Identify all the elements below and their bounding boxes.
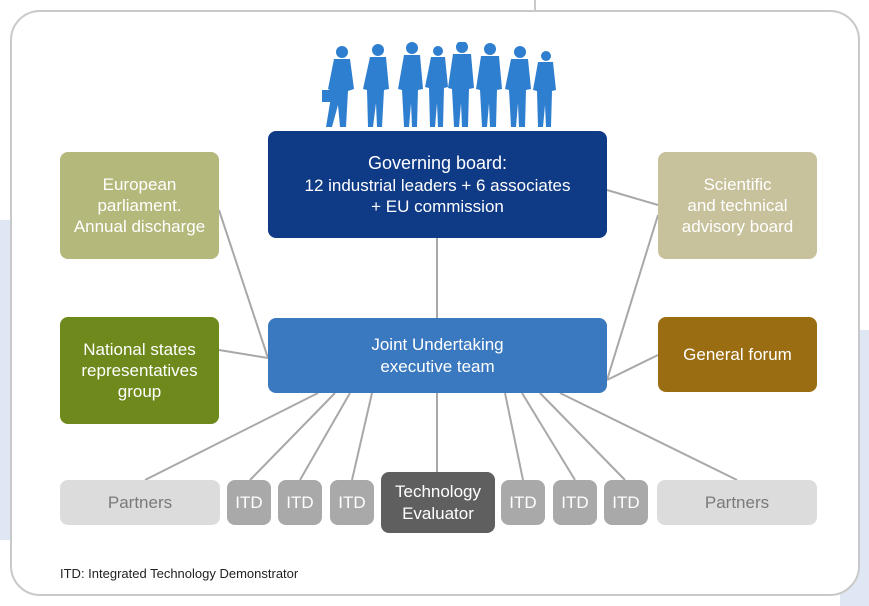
partners-right-box: Partners <box>657 480 817 525</box>
governing-board-members: 12 industrial leaders + 6 associates + E… <box>304 175 571 216</box>
top-connector-tick <box>534 0 536 12</box>
general-forum-box: General forum <box>658 317 817 392</box>
partners-left-box: Partners <box>60 480 220 525</box>
national-states-box: National states representatives group <box>60 317 219 424</box>
footnote: ITD: Integrated Technology Demonstrator <box>60 566 299 581</box>
itd-box: ITD <box>501 480 545 525</box>
itd-box: ITD <box>553 480 597 525</box>
itd-box: ITD <box>330 480 374 525</box>
european-parliament-box: European parliament. Annual discharge <box>60 152 219 259</box>
itd-box: ITD <box>227 480 271 525</box>
itd-box: ITD <box>278 480 322 525</box>
advisory-board-box: Scientific and technical advisory board <box>658 152 817 259</box>
governing-board-box: Governing board: 12 industrial leaders +… <box>268 131 607 238</box>
executive-team-box: Joint Undertaking executive team <box>268 318 607 393</box>
governing-board-title: Governing board: <box>367 153 508 173</box>
people-silhouettes-icon <box>322 42 556 127</box>
technology-evaluator-box: Technology Evaluator <box>381 472 495 533</box>
itd-box: ITD <box>604 480 648 525</box>
